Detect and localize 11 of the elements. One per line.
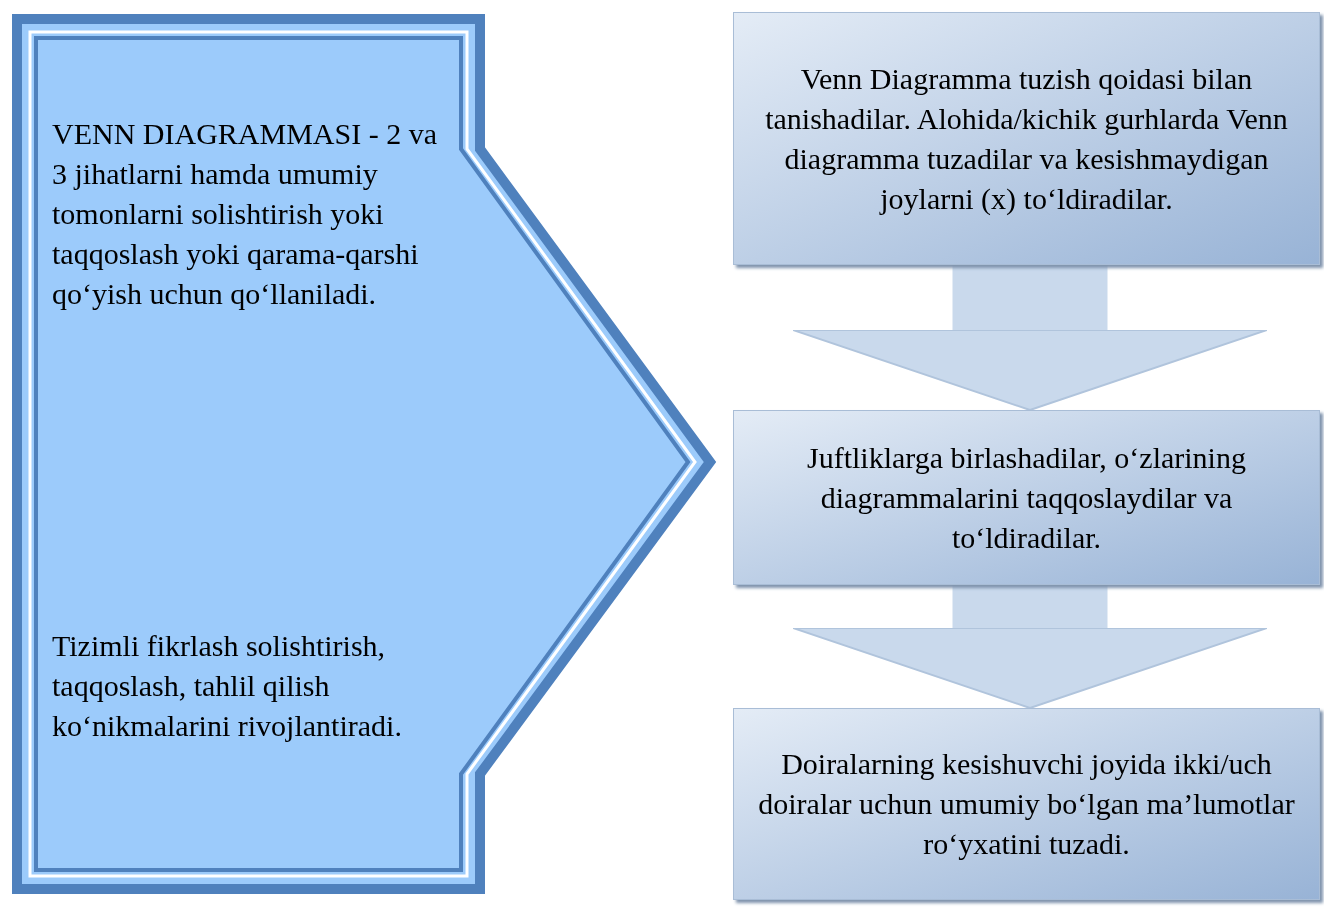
pentagon-arrow-shape (12, 14, 717, 894)
node-text: VENN DIAGRAMMASI - 2 va 3 jihatlarni hamda umumiy tomonlarni solishtirish yoki taqqoslash yoki qarama-qarshi qo‘yish uchun qo‘llaniladi. (52, 116, 438, 312)
process-box (733, 410, 1320, 585)
block-arrow (792, 265, 1268, 411)
block-arrow (792, 585, 1268, 709)
node-text: Tizimli fikrlash solishtirish, taqqoslash, tahlil qilish ko‘nikmalarini rivojlantiradi. (52, 628, 403, 744)
node-text: Juftliklarga birlashadilar, o‘zlarining diagrammalarini taqqoslaydilar va to‘ldiradilar. (806, 439, 1247, 556)
node-text: Venn Diagramma tuzish qoidasi bilan tanishadilar. Alohida/kichik gurhlarda Venn diagramma tuzadilar va kesishmaydigan joylarni (x) to‘ldiradilar. (764, 60, 1289, 217)
node-text: Doiralarning kesishuvchi joyida ikki/uch doiralar uchun umumiy bo‘lgan ma’lumotlar ro‘yxatini tuzadi. (757, 746, 1296, 862)
process-box (733, 708, 1320, 900)
process-box (733, 12, 1320, 265)
